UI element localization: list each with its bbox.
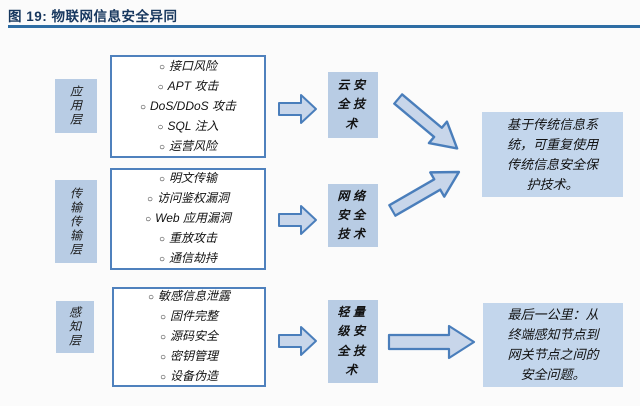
circle-bullet-icon: ○ — [159, 352, 167, 363]
tech-box-network-security: 网络安全技术 — [328, 184, 378, 247]
title-underline — [8, 25, 640, 28]
risk-item: ○接口风险 — [158, 58, 218, 73]
risk-list-application: ○接口风险 ○APT 攻击 ○DoS/DDoS 攻击 ○SQL 注入 ○运营风险 — [110, 55, 266, 158]
risk-item: ○明文传输 — [158, 171, 218, 185]
arrow-diagonal-down-right-icon — [386, 85, 469, 162]
risk-list-perception: ○敏感信息泄露 ○固件完整 ○源码安全 ○密钥管理 ○设备伪造 — [112, 287, 266, 387]
risk-item: ○SQL 注入 — [157, 118, 219, 133]
circle-bullet-icon: ○ — [157, 81, 164, 93]
risk-item: ○访问鉴权漏洞 — [146, 191, 230, 205]
risk-item: ○敏感信息泄露 — [147, 289, 231, 303]
tech-box-cloud-security: 云安全技术 — [328, 72, 378, 138]
layer-label-transport: 传输传输层 — [55, 180, 97, 263]
arrow-diagonal-up-right-icon — [383, 156, 469, 225]
risk-item: ○源码安全 — [159, 329, 219, 343]
risk-item: ○DoS/DDoS 攻击 — [139, 98, 237, 113]
circle-bullet-icon: ○ — [145, 214, 152, 225]
circle-bullet-icon: ○ — [159, 332, 167, 343]
circle-bullet-icon: ○ — [157, 121, 164, 133]
circle-bullet-icon: ○ — [158, 234, 166, 245]
arrow-right-long-icon — [387, 322, 477, 362]
circle-bullet-icon: ○ — [158, 254, 166, 265]
circle-bullet-icon: ○ — [146, 194, 154, 205]
risk-item: ○重放攻击 — [158, 231, 218, 245]
risk-item: ○APT 攻击 — [157, 78, 219, 93]
layer-label-perception: 感知层 — [56, 301, 94, 353]
arrow-right-icon — [278, 92, 318, 126]
circle-bullet-icon: ○ — [159, 312, 167, 323]
note-last-mile: 最后一公里：从终端感知节点到网关节点之间的安全问题。 — [483, 303, 623, 387]
circle-bullet-icon: ○ — [158, 141, 166, 153]
circle-bullet-icon: ○ — [147, 292, 155, 303]
arrow-right-icon — [278, 324, 318, 358]
risk-list-transport: ○明文传输 ○访问鉴权漏洞 ○Web 应用漏洞 ○重放攻击 ○通信劫持 — [110, 168, 266, 270]
risk-item: ○通信劫持 — [158, 251, 218, 265]
risk-item: ○固件完整 — [159, 309, 219, 323]
tech-box-lightweight-security: 轻量级安全技术 — [328, 300, 378, 383]
figure-title: 图 19: 物联网信息安全异同 — [8, 9, 178, 24]
arrow-right-icon — [278, 203, 318, 237]
risk-item: ○设备伪造 — [159, 369, 219, 383]
risk-item: ○Web 应用漏洞 — [145, 211, 231, 225]
circle-bullet-icon: ○ — [158, 61, 166, 73]
circle-bullet-icon: ○ — [139, 101, 146, 113]
note-traditional-security: 基于传统信息系统，可重复使用传统信息安全保护技术。 — [482, 112, 623, 197]
risk-item: ○密钥管理 — [159, 349, 219, 363]
circle-bullet-icon: ○ — [159, 372, 167, 383]
layer-label-application: 应用层 — [55, 79, 97, 133]
risk-item: ○运营风险 — [158, 138, 218, 153]
circle-bullet-icon: ○ — [158, 174, 166, 185]
